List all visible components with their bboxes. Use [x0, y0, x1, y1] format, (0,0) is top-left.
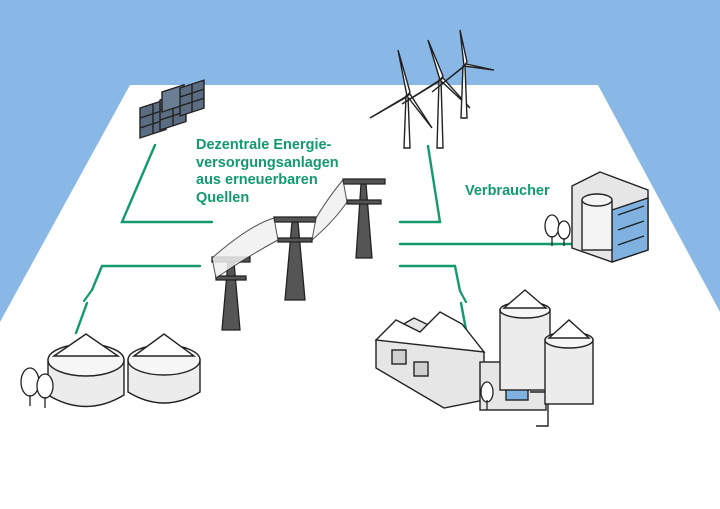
factory-icon	[374, 289, 594, 427]
biogas-tank-icon	[47, 333, 201, 408]
tree-icon	[480, 381, 494, 410]
tree-icon	[20, 367, 54, 408]
line-solar	[120, 143, 214, 224]
consumer-label: Verbraucher	[465, 183, 550, 199]
connection-lines	[74, 143, 602, 337]
tree-icon	[544, 214, 571, 246]
renewable-sources-label: Dezentrale Energie- versorgungsanlagen a…	[196, 137, 339, 207]
wind-turbine-icon	[369, 29, 495, 149]
line-biogas-lower	[74, 301, 89, 335]
solar-panel-icon	[139, 79, 205, 139]
renewable-sources-label-line-1: Dezentrale Energie-	[196, 137, 332, 153]
renewable-sources-label-line-4: Quellen	[196, 189, 250, 206]
line-biogas-upper	[90, 264, 202, 292]
switch-icon	[82, 288, 468, 304]
renewable-sources-label-line-3: aus erneuerbaren	[196, 172, 318, 188]
power-pylon-icon	[211, 178, 386, 331]
line-factory-upper	[398, 264, 462, 293]
power-cables	[211, 178, 348, 279]
renewable-sources-label-line-2: versorgungsanlagen	[196, 154, 339, 171]
ground-plane	[0, 85, 720, 509]
office-building-icon	[571, 171, 649, 263]
line-wind	[398, 144, 442, 224]
